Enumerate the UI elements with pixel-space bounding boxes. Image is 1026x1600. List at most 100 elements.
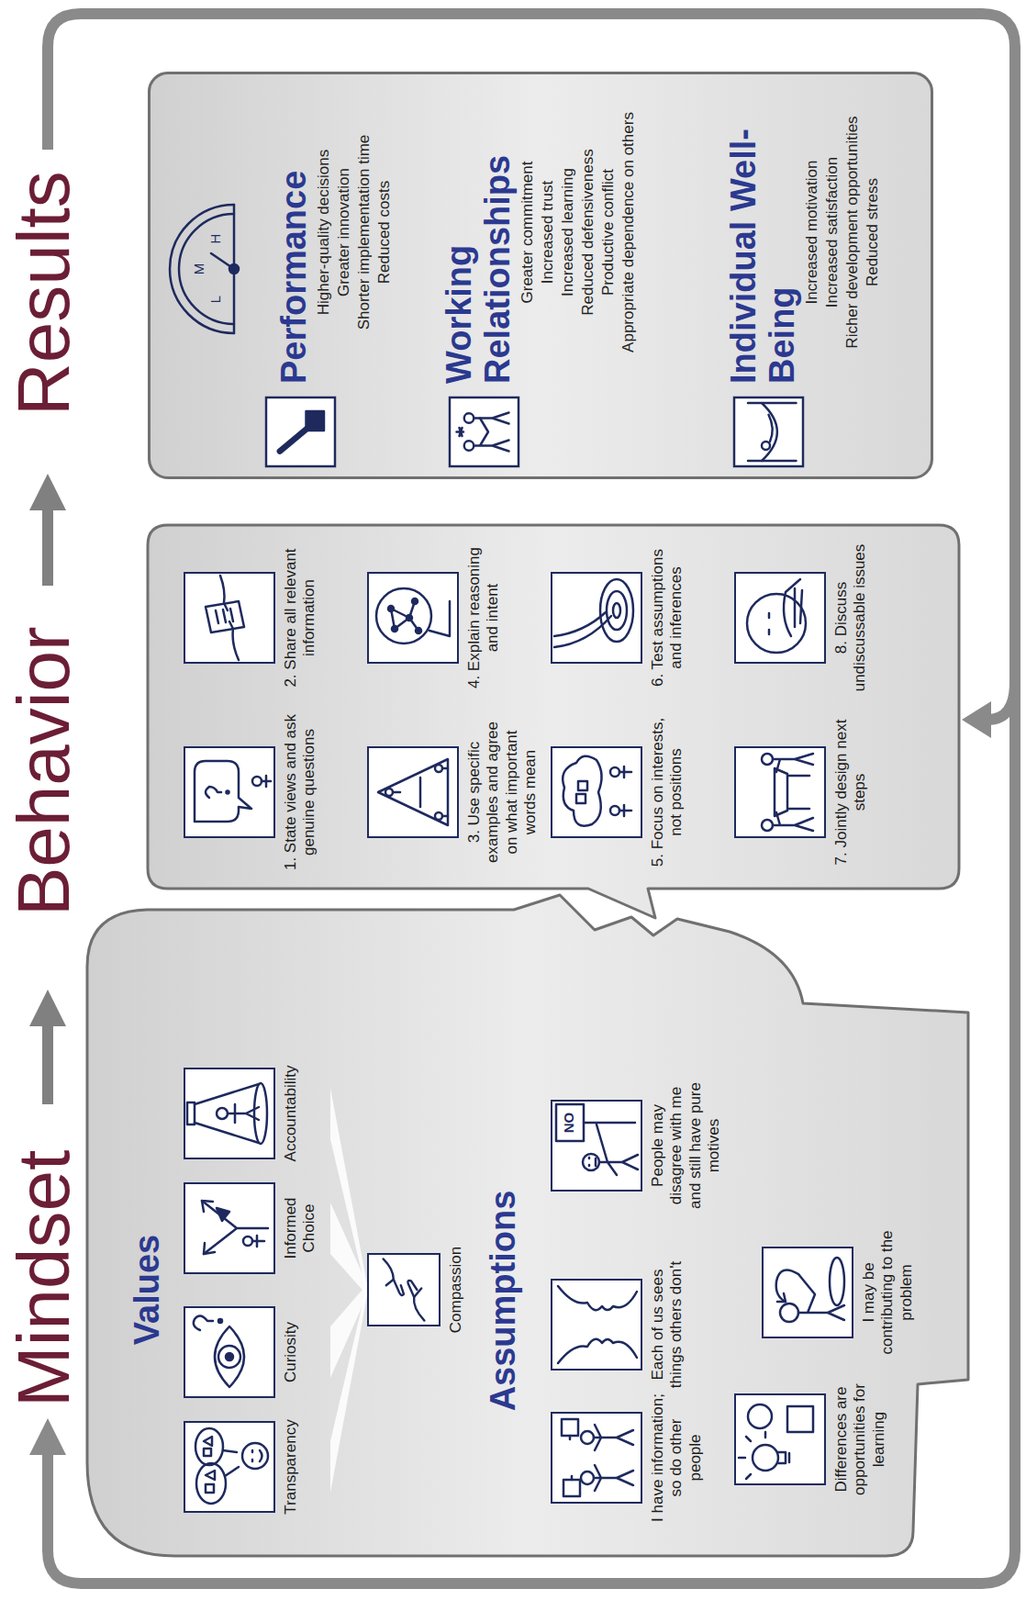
result-heading: Performance [275,80,314,384]
section-heading: Values [128,1105,168,1473]
undiscussable-sketch [783,579,803,636]
well-being-icon [747,402,797,461]
views-sketch [194,760,271,822]
design-sketch [772,753,814,772]
flow-arrowhead [961,701,992,738]
design-sketch [734,746,826,838]
results-panel: PerformanceHigher-quality decisionsGreat… [147,71,934,480]
behavior-icon: 3. Use specific examples and agree on wh… [367,712,541,873]
target-sketch [554,612,612,647]
result-item: Reduced stress [862,80,883,384]
differences-sketch [752,1444,779,1471]
value-icon: Transparency [183,1411,301,1522]
reasoning-sketch [376,588,450,644]
transparency-sketch [223,1449,237,1452]
undiscussable-sketch [747,593,806,653]
assumption-icon: I may be contributing to the problem [761,1223,916,1361]
stage-title: Results [7,170,81,416]
panel-fill [147,71,934,480]
contributing-sketch [761,1246,854,1339]
assumption-icon: Each of us sees things others don't [550,1260,687,1389]
icon-frame [734,1393,826,1485]
cycle-loop [47,13,1015,1584]
accountability-sketch [194,1083,259,1143]
views-sketch [205,786,222,798]
design-sketch [772,812,814,831]
curiosity-sketch [193,1315,213,1330]
result-item: Increased learning [557,80,579,384]
disagree-sketch [589,1157,596,1166]
interests-sketch [576,780,588,803]
flow-arrowhead [29,1417,67,1455]
perspective-sketch [550,1278,643,1371]
icon-caption: 2. Share all relevant information [281,537,320,699]
information-sketch [550,1411,643,1504]
contributing-sketch [776,1270,799,1303]
reasoning-sketch [429,601,450,636]
undiscussable-sketch [747,579,806,653]
performance-icon [266,397,335,467]
informed-choice-sketch [216,1207,230,1221]
icon-caption: Curiosity [281,1296,301,1407]
reasoning-sketch [376,588,432,644]
icon-frame [183,1420,276,1513]
gauge-mark: L [207,289,224,309]
share-sketch [183,571,276,664]
shape-outline [147,524,960,918]
section-heading: Assumptions [484,1116,524,1484]
curiosity-sketch [225,1352,234,1361]
design-sketch [761,753,773,765]
share-sketch [215,608,234,624]
result-group: Individual Well-BeingIncreased motivatio… [724,80,883,384]
head-fill [87,894,969,1556]
stage-title: Mindset [7,1149,81,1407]
result-item: Reduced costs [374,80,395,384]
accountability-sketch [183,1067,276,1160]
interests-sketch [619,804,632,816]
behavior-icon: 1. State views and ask genuine questions [183,712,320,873]
accountability-sketch [216,1107,228,1119]
transparency-sketch [203,1436,212,1446]
informed-choice-sketch [243,1236,253,1246]
views-sketch [252,776,262,786]
contributing-sketch [776,1257,845,1322]
views-sketch [226,791,230,794]
result-item: Reduced defensiveness [578,80,599,384]
transparency-sketch [205,1470,215,1480]
icon-caption: 5. Focus on interests, not positions [648,712,687,873]
examples-sketch [378,758,448,826]
icon-frame [734,746,826,838]
share-sketch [220,575,228,611]
sign-text: NO [560,1106,578,1138]
transparency-sketch [195,1427,268,1504]
behavior-icon: 6. Test assumptions and inferences [550,537,687,699]
behavior-icon: 7. Jointly design next steps [734,712,870,873]
perspective-sketch [557,1285,637,1310]
value-icon: Accountability [183,1058,301,1169]
compassion-sketch [367,1252,441,1327]
gauge-mark: H [207,229,224,248]
design-sketch [774,768,810,816]
well-being-icon [747,402,797,461]
differences-sketch [734,1393,826,1485]
result-heading: Individual Well-Being [724,80,803,384]
disagree-sketch [550,1099,643,1192]
examples-sketch [367,746,459,838]
result-item: Increased trust [537,80,558,384]
stage-title: Behavior [7,625,81,916]
transparency-sketch [183,1420,276,1513]
relationships-icon [449,397,519,467]
relationships-icon [457,427,465,436]
information-sketch [561,1418,634,1496]
interests-sketch [550,746,643,838]
information-sketch [580,1430,594,1444]
design-sketch [734,746,826,838]
icon-frame [183,746,276,838]
performance-icon [266,397,335,467]
gauge-drawing [169,204,235,334]
differences-sketch [778,1451,790,1463]
gauge-drawing [169,204,239,334]
icon-frame [367,746,459,838]
